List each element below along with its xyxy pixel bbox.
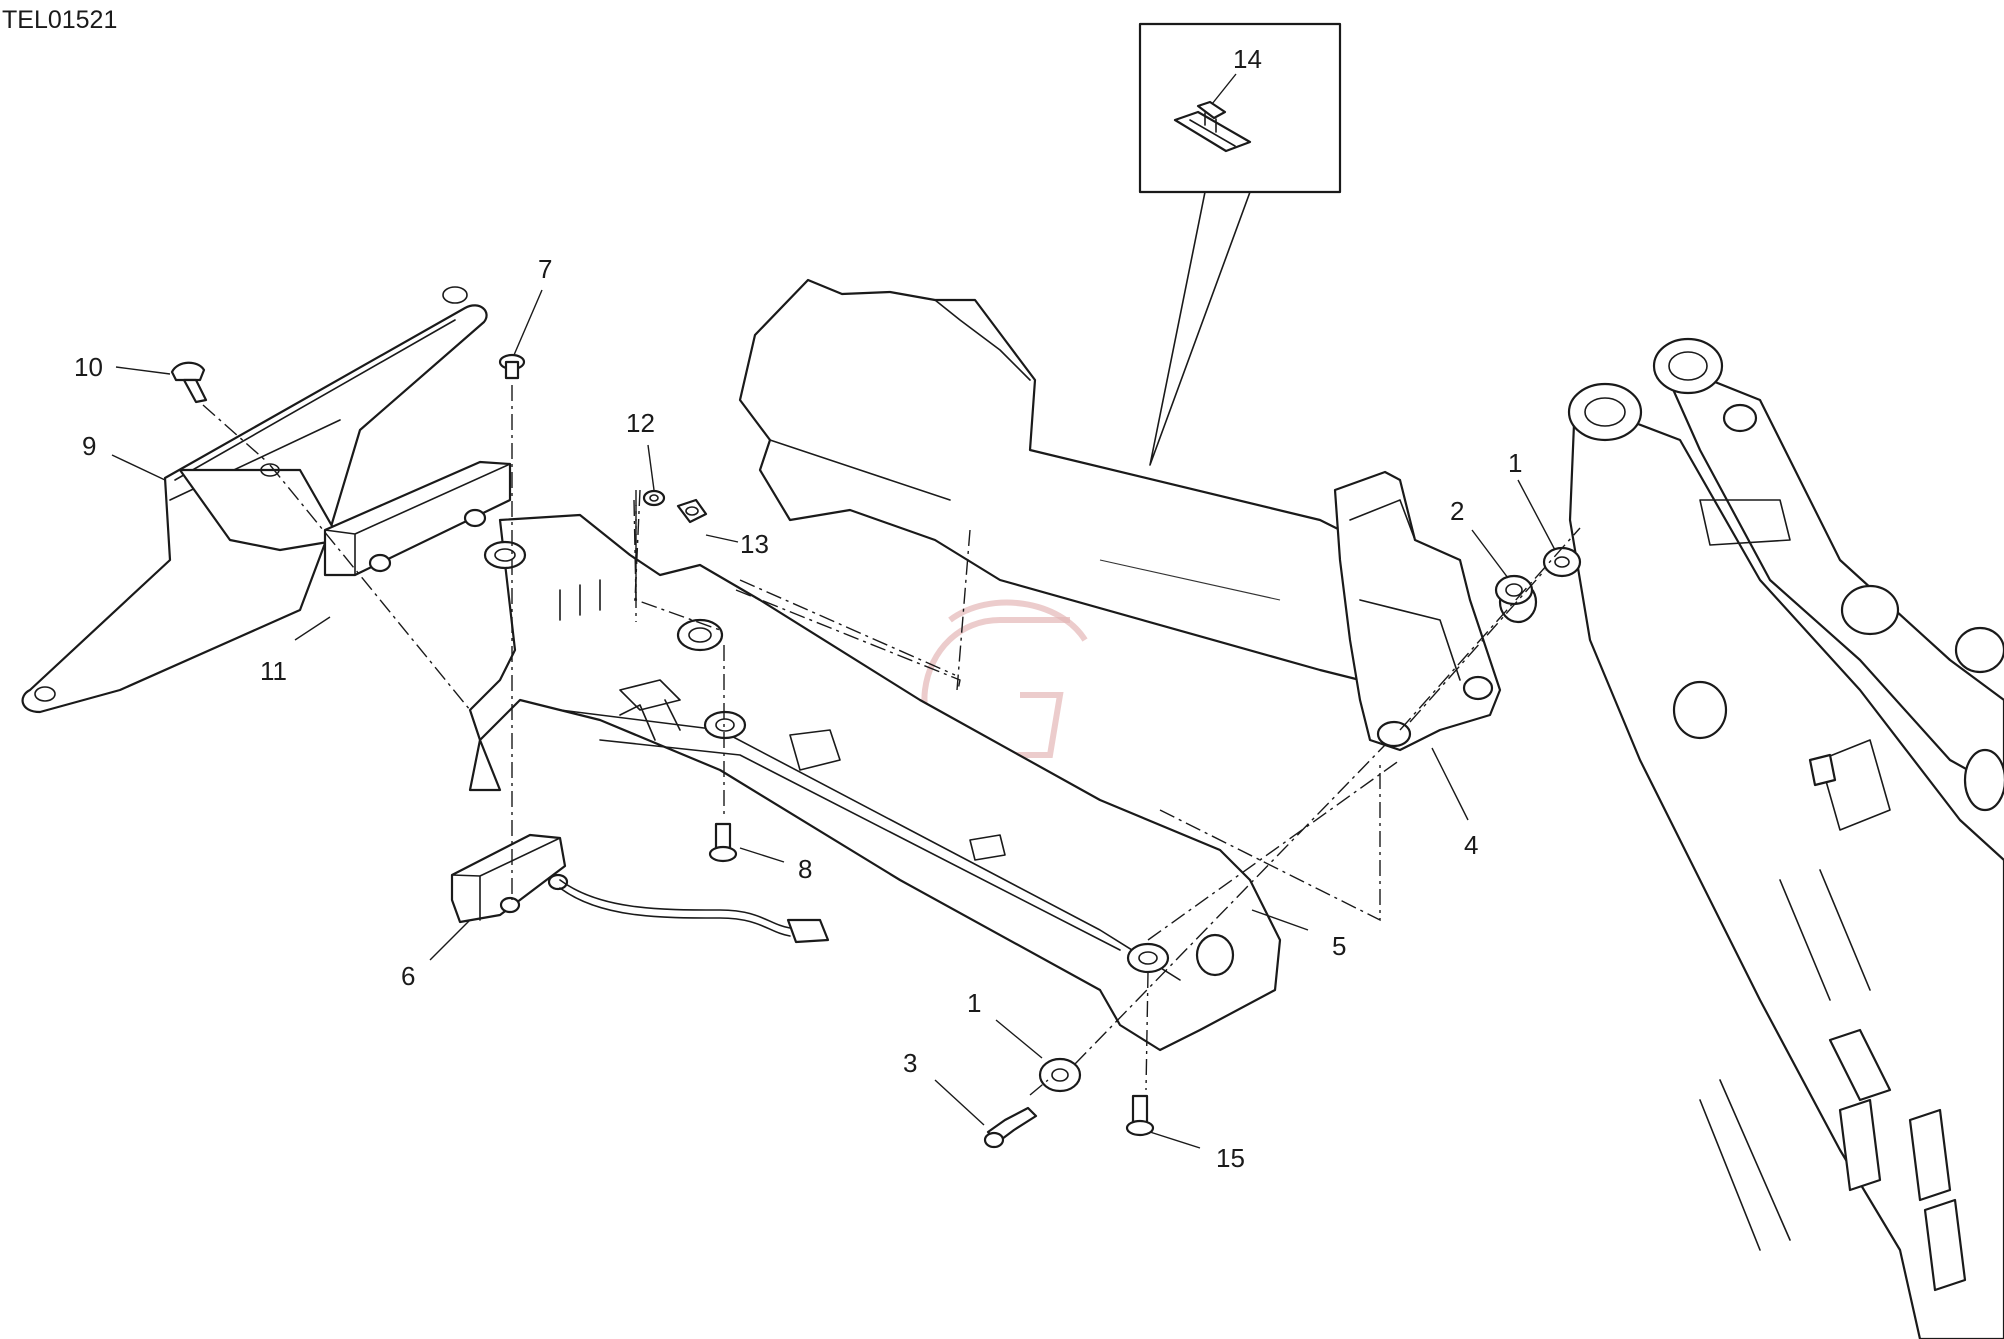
callout-13: 13 xyxy=(740,529,769,559)
part-12-washer xyxy=(642,489,666,507)
part-14-clip xyxy=(1173,100,1252,153)
part-1-washer-upper xyxy=(1542,546,1582,578)
part-9-plate-holder xyxy=(21,286,488,714)
part-2-grommet xyxy=(1494,574,1538,624)
part-13-nut xyxy=(676,498,708,524)
callout-1-lower: 1 xyxy=(967,988,981,1018)
part-15-screw xyxy=(1125,1094,1155,1137)
callout-7: 7 xyxy=(538,254,552,284)
part-8-screw xyxy=(708,822,738,863)
part-1-washer-lower xyxy=(1038,1057,1082,1093)
part-4-hugger-bracket xyxy=(1333,470,1502,752)
detail-inset-14 xyxy=(1138,22,1342,466)
callout-labels: 1 1 2 3 4 5 6 7 8 9 10 11 12 13 14 15 xyxy=(74,44,1522,1173)
callout-4: 4 xyxy=(1464,830,1478,860)
callout-11: 11 xyxy=(260,656,287,686)
callout-6: 6 xyxy=(401,961,415,991)
callout-5: 5 xyxy=(1332,931,1346,961)
part-3-screw xyxy=(983,1106,1038,1149)
callout-10: 10 xyxy=(74,352,103,382)
callout-8: 8 xyxy=(798,854,812,884)
assembly-lines xyxy=(202,385,1581,1096)
reference-code: TEL01521 xyxy=(2,6,117,34)
callout-12: 12 xyxy=(626,408,655,438)
callout-3: 3 xyxy=(903,1048,917,1078)
part-6-light-unit xyxy=(450,833,830,944)
callout-1-upper: 1 xyxy=(1508,448,1522,478)
leader-lines xyxy=(111,289,1556,1149)
part-7-screw xyxy=(498,353,526,380)
rear-frame xyxy=(1567,337,2004,1339)
part-5-support-bracket xyxy=(468,513,1282,1052)
callout-9: 9 xyxy=(82,431,96,461)
part-10-screw xyxy=(170,361,208,404)
callout-14: 14 xyxy=(1233,44,1262,74)
callout-2: 2 xyxy=(1450,496,1464,526)
callout-15: 15 xyxy=(1216,1143,1245,1173)
part-11-reflector xyxy=(323,460,512,577)
